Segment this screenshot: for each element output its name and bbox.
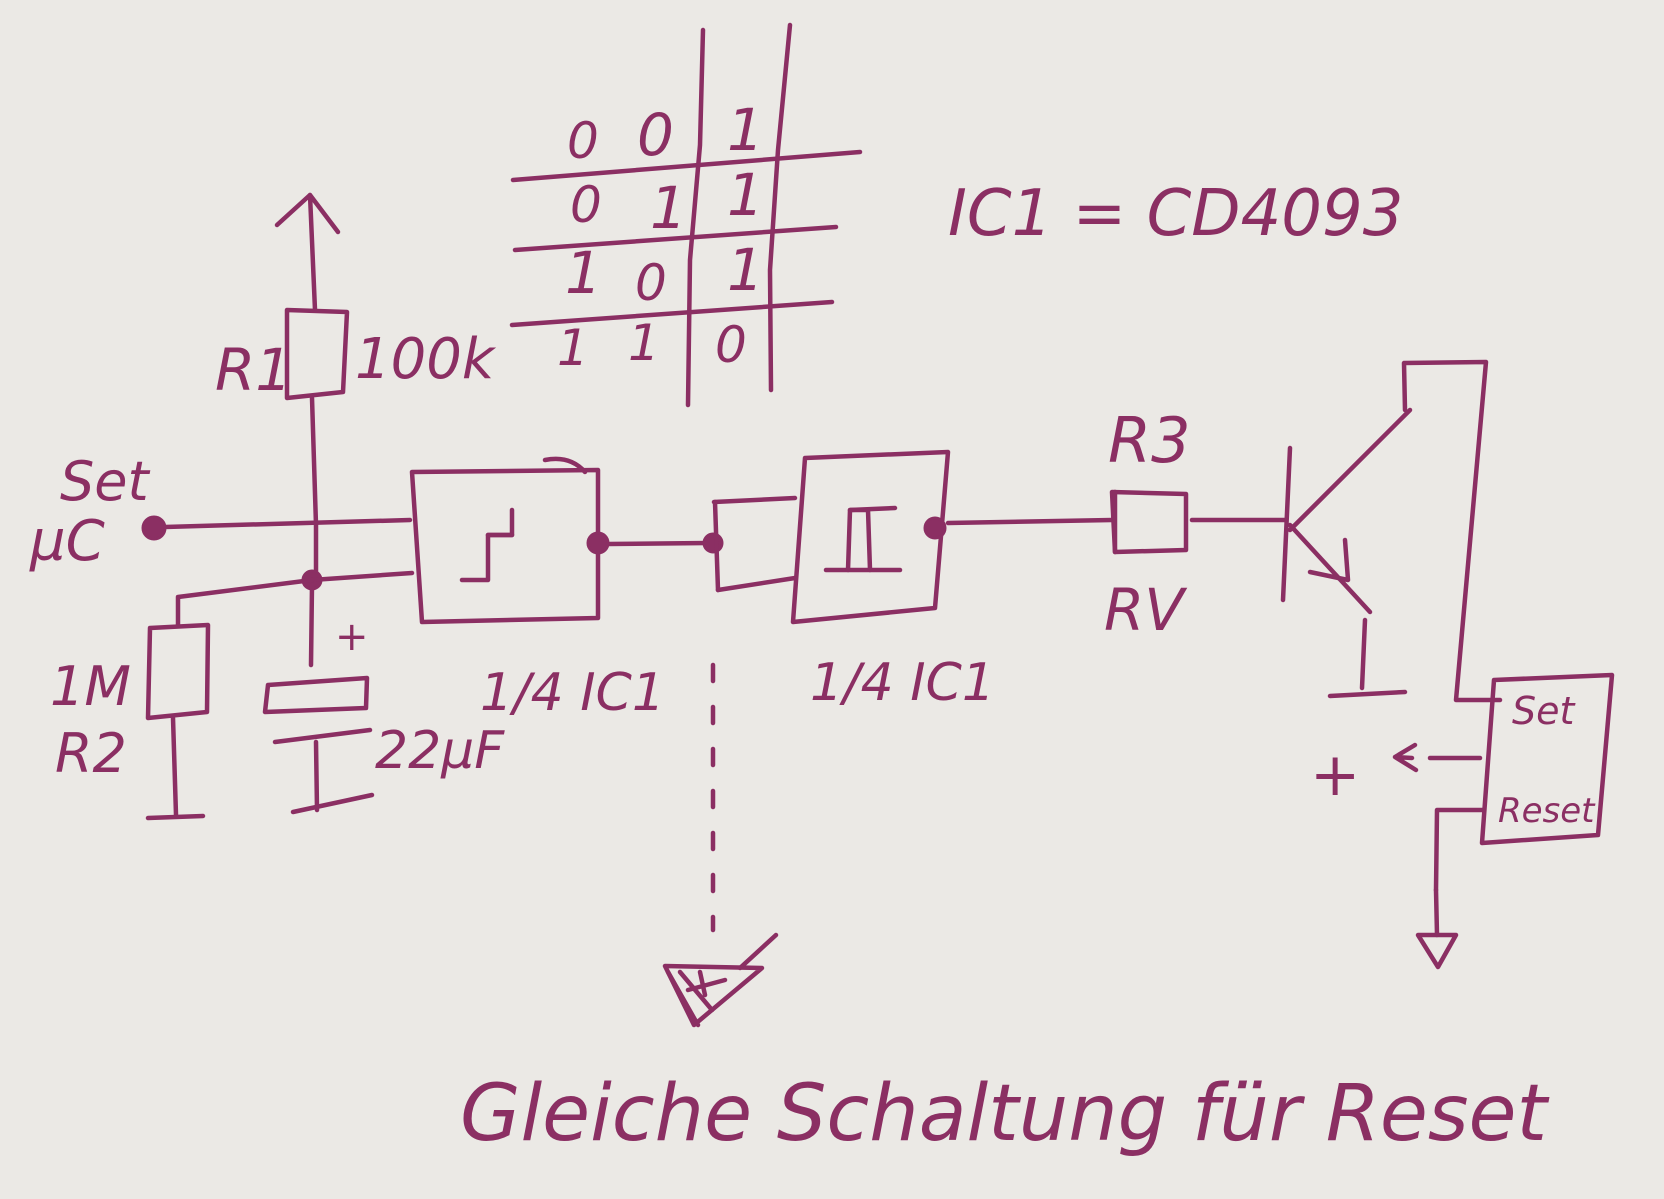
input-terminal [141,515,167,541]
gate2-input-node [702,532,724,554]
gate1-schmitt [409,456,610,625]
input-label-set: Set [60,450,151,513]
block-reset-label: Reset [1498,791,1596,831]
tt-r2-c1: 0 [635,254,667,312]
truth-table-grid [509,22,863,408]
rv-name: RV [1104,576,1188,644]
plus-output: + [1310,740,1360,810]
input-label-uc: µC [29,509,105,574]
truth-table-cells: 0 0 1 0 1 1 1 0 1 1 1 0 [557,96,764,377]
gate2-label: 1/4 IC1 [810,653,995,713]
caption: Gleiche Schaltung für Reset [460,1069,1550,1159]
gate2-schmitt [711,449,1115,625]
tt-r2-c0: 1 [565,239,602,307]
r3-name: R3 [1108,404,1191,477]
tt-r2-c2: 1 [727,236,764,304]
gate1-label: 1/4 IC1 [480,663,665,723]
tt-r0-c0: 0 [567,112,599,170]
block-set-label: Set [1512,689,1577,733]
supply-arrow-and-r1 [274,192,350,578]
ic-note: IC1 = CD4093 [948,177,1403,251]
gate-interconnect [605,540,711,547]
tt-r3-c1: 1 [628,314,660,372]
set-reset-block [1392,672,1615,970]
tt-r0-c1: 0 [637,101,674,169]
r1-value: 100k [355,327,497,392]
cap-value: 22µF [375,721,505,781]
r1-name: R1 [215,336,292,404]
cap-plus: + [335,614,369,660]
dashed-link-to-reset [662,662,779,1028]
tt-r3-c0: 1 [557,319,589,377]
rc-network [145,569,415,821]
r2-value: 1M [50,655,131,718]
resistor-r3 [1109,489,1288,555]
transistor [1280,359,1503,703]
tt-r1-c1: 1 [650,174,687,242]
tt-r0-c2: 1 [727,96,764,164]
tt-r1-c2: 1 [727,161,764,229]
r2-name: R2 [55,722,127,785]
tt-r1-c0: 0 [570,176,602,234]
tt-r3-c2: 0 [715,316,747,374]
